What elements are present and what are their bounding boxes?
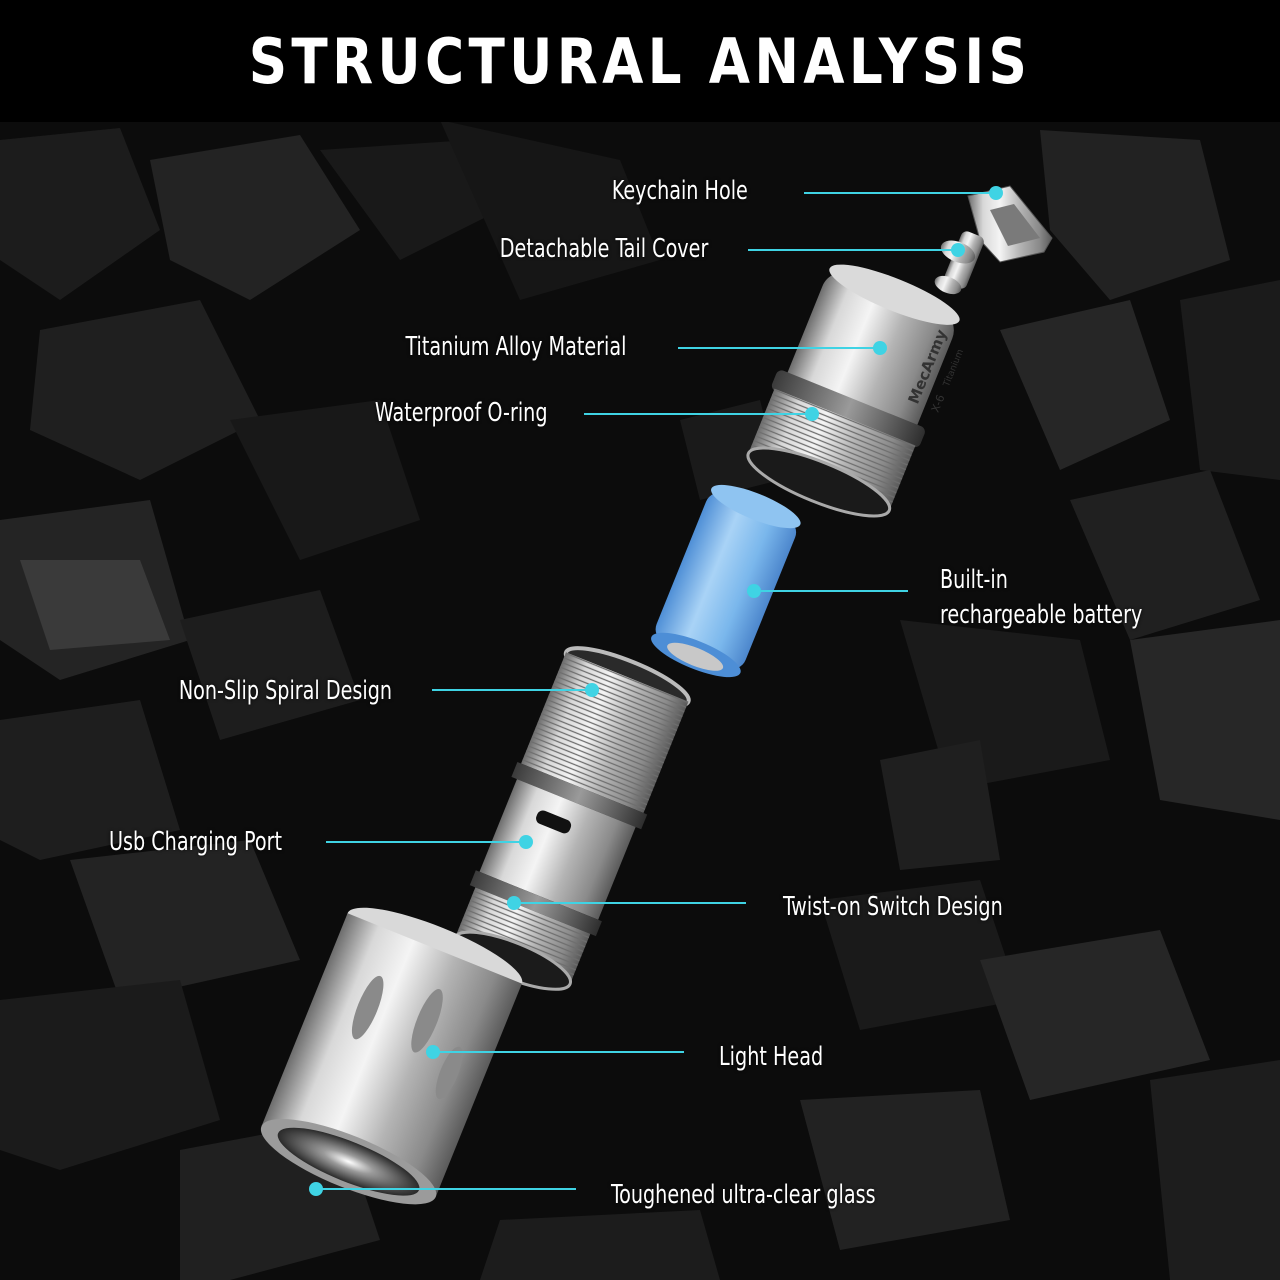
label-toughened-glass: Toughened ultra-clear glass [611, 1180, 876, 1210]
dot-glass [309, 1182, 323, 1196]
label-titanium-alloy-material: Titanium Alloy Material [405, 332, 626, 362]
dot-spiral [585, 683, 599, 697]
callout-dots [309, 186, 1003, 1196]
label-twist-on-switch-design: Twist-on Switch Design [783, 892, 1003, 922]
charcoal-background [0, 120, 1280, 1280]
label-detachable-tail-cover: Detachable Tail Cover [499, 234, 708, 264]
label-waterproof-o-ring: Waterproof O-ring [375, 398, 548, 428]
dot-switch [507, 896, 521, 910]
dot-tail-cover [951, 243, 965, 257]
dot-keychain-hole [989, 186, 1003, 200]
label-keychain-hole: Keychain Hole [611, 176, 748, 206]
dot-battery [747, 584, 761, 598]
dot-o-ring [805, 407, 819, 421]
light-head-part [260, 907, 523, 1205]
dot-light-head [426, 1045, 440, 1059]
tail-stem-part [934, 231, 984, 295]
dot-usb [519, 835, 533, 849]
label-usb-charging-port: Usb Charging Port [108, 827, 282, 857]
label-non-slip-spiral-design: Non-Slip Spiral Design [178, 676, 392, 706]
header-bar: STRUCTURAL ANALYSIS [0, 0, 1280, 122]
battery-part [651, 484, 801, 678]
dot-titanium [873, 341, 887, 355]
page-title: STRUCTURAL ANALYSIS [248, 24, 1032, 98]
label-battery-line1: Built-in [940, 565, 1008, 595]
label-light-head: Light Head [719, 1042, 824, 1072]
label-battery-line2: rechargeable battery [940, 600, 1143, 630]
tail-cap-body-part [746, 264, 960, 518]
callout-lines [316, 192, 996, 1190]
engraving-model: X-6 [929, 393, 948, 415]
